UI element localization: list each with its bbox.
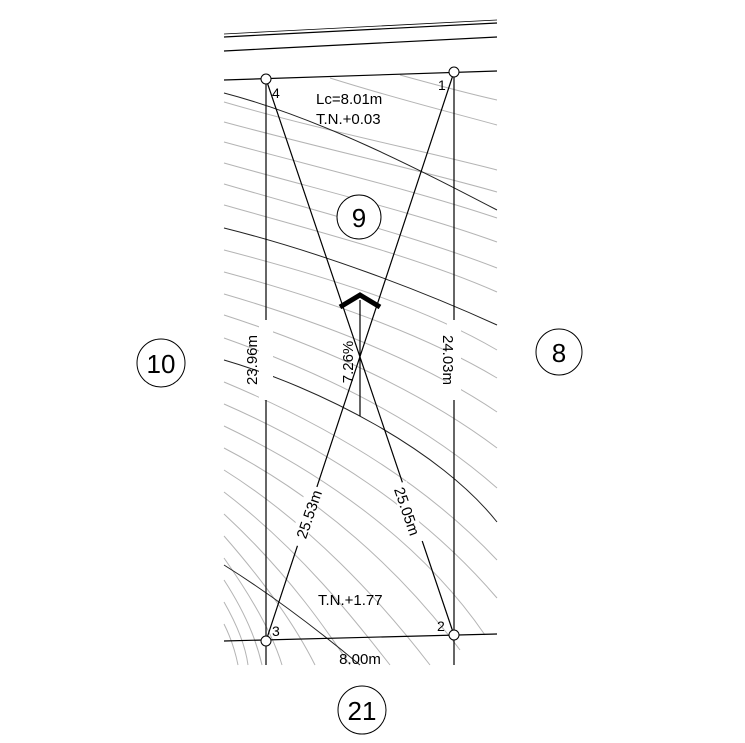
neighbor-lots: 10 8 21 [136, 328, 583, 735]
neighbor-bottom-number: 21 [348, 696, 377, 726]
vertex-3-label: 3 [272, 623, 280, 639]
neighbor-left-circle [136, 338, 186, 388]
lot-number-circle [336, 194, 382, 240]
length-label: Lc=8.01m [316, 91, 382, 108]
bottom-dimension: 8.00m [339, 651, 381, 668]
lot-number: 9 [352, 203, 366, 233]
vertex-4-marker [260, 73, 272, 85]
slope-arrow [338, 292, 382, 416]
vertex-2-label: 2 [437, 618, 445, 634]
terrain-bottom-label: T.N.+1.77 [318, 592, 383, 609]
road-line [223, 19, 498, 35]
lot-annotations: Lc=8.01m T.N.+0.03 T.N.+1.77 9 [316, 91, 383, 609]
road-line [223, 22, 498, 38]
dimension-labels: 23.96m 24.03m 7.26% 25.53m 25.05m 8.00m [244, 320, 461, 668]
vertex-3-marker [260, 635, 272, 647]
left-side-dimension: 23.96m [244, 335, 261, 385]
road-lines [223, 19, 498, 52]
diagonal-4-2-dimension: 25.05m [390, 485, 422, 538]
vertex-1-label: 1 [438, 77, 446, 93]
neighbor-bottom-circle [337, 685, 387, 735]
vertex-2-marker [448, 629, 460, 641]
slope-label: 7.26% [340, 341, 357, 384]
vertex-1-marker [448, 66, 460, 78]
road-line [223, 36, 498, 52]
neighbor-right-number: 8 [552, 338, 566, 368]
neighbor-left-number: 10 [147, 349, 176, 379]
right-side-dimension: 24.03m [439, 335, 456, 385]
terrain-top-label: T.N.+0.03 [316, 111, 381, 128]
slope-arrow-head [338, 292, 382, 310]
vertex-4-label: 4 [272, 85, 280, 101]
neighbor-right-circle [535, 328, 583, 376]
vertices: 4 1 2 3 [260, 66, 460, 647]
